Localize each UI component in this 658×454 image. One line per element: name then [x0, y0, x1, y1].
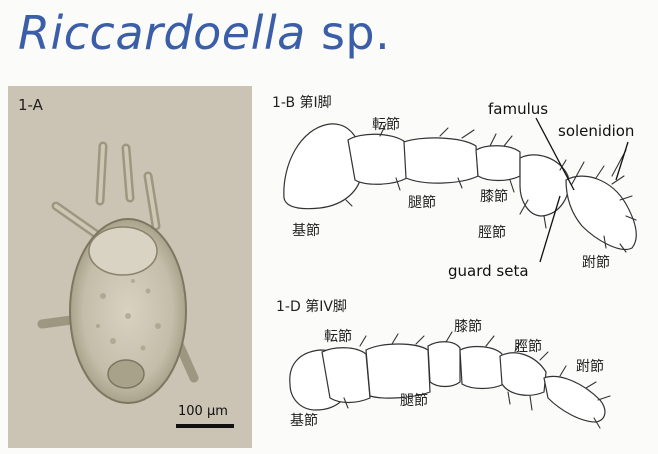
leg1-tarsus-segment [566, 176, 636, 249]
leg4-tibia-label: 脛節 [514, 336, 542, 356]
solenidion-pointer [616, 142, 628, 180]
leg1-femur-segment [404, 138, 478, 183]
leg1-trochanter-label: 転節 [372, 114, 400, 134]
leg1-coxa-segment [284, 124, 363, 209]
leg1-coxa-label: 基節 [292, 220, 320, 240]
leg1-genu-label: 膝節 [480, 186, 508, 206]
leg4-trochanter-segment [322, 348, 370, 403]
leg1-genu-segment [476, 146, 520, 181]
leg1-tibia-label: 脛節 [478, 222, 506, 242]
leg4-tibia-segment [460, 347, 504, 389]
leg4-coxa-label: 基節 [290, 410, 318, 430]
leg1-trochanter-segment [348, 134, 407, 184]
famulus-label: famulus [488, 100, 548, 118]
leg4-heading: 1-D 第IV脚 [276, 296, 347, 316]
leg4-tibia2-segment [500, 353, 546, 395]
leg4-femur-label: 腿節 [400, 390, 428, 410]
leg4-genu-label: 膝節 [454, 316, 482, 336]
leg4-trochanter-label: 転節 [324, 326, 352, 346]
leg1-tibia-segment [520, 155, 569, 216]
leg4-genu-segment [428, 342, 460, 387]
leg4-tarsus-segment [544, 376, 605, 422]
solenidion-label: solenidion [558, 122, 634, 140]
leg1-tarsus-label: 跗節 [582, 252, 610, 272]
leg4-tarsus-label: 跗節 [576, 356, 604, 376]
leg1-heading: 1-B 第I脚 [272, 92, 332, 112]
guard-seta-label: guard seta [448, 262, 529, 280]
leg1-femur-label: 腿節 [408, 192, 436, 212]
